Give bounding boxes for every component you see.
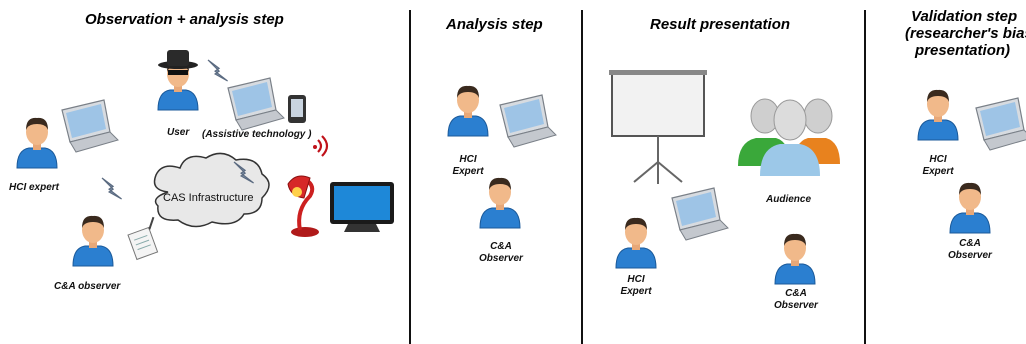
assistive-technology-label: (Assistive technology ) [202,129,312,140]
audience-label: Audience [766,194,812,205]
result-hci-expert-label: HCI Expert [620,274,652,298]
validation-ca-line-1: C&A [959,238,981,249]
user-laptop-icon [227,77,285,131]
validation-hci-line-2: Expert [922,166,954,177]
result-ca-person-icon [774,233,816,285]
user-person-icon [157,50,199,111]
divider-1 [409,10,411,344]
analysis-hci-person-icon [447,85,489,137]
cas-cloud-icon [153,152,270,228]
result-ca-line-1: C&A [785,288,807,299]
analysis-ca-person-icon [479,177,521,229]
result-ca-observer-label: C&A Observer [774,288,818,312]
analysis-ca-observer-label: C&A Observer [479,241,523,265]
bolt-icon [101,177,123,200]
result-hci-person-icon [615,217,657,269]
wifi-signal-icon [313,135,329,157]
validation-laptop-icon [975,97,1026,151]
notepad-icon [127,216,159,261]
audience-group-icon [738,98,840,176]
hci-expert-laptop-icon [61,99,119,153]
validation-hci-person-icon [917,89,959,141]
validation-ca-observer-label: C&A Observer [948,238,992,262]
ca-observer-person-icon [72,215,114,267]
bolt-icon [207,59,229,82]
result-presentation-title: Result presentation [650,16,791,33]
result-ca-line-2: Observer [774,300,818,311]
analysis-laptop-icon [499,94,557,148]
ca-observer-label: C&A observer [54,281,121,292]
analysis-step-title: Analysis step [446,16,543,33]
hci-expert-label: HCI expert [9,182,60,193]
projector-screen-icon [609,70,707,184]
validation-title-line-2: (researcher's bias [905,25,1026,42]
validation-title-line-3: presentation) [915,42,1011,59]
cas-infrastructure-label: CAS Infrastructure [163,192,254,204]
monitor-icon [330,182,394,232]
hci-expert-person-icon [16,117,58,169]
analysis-hci-line-2: Expert [452,166,484,177]
validation-title-line-1: Validation step [911,8,1018,25]
user-label: User [167,127,190,138]
result-laptop-icon [671,187,729,241]
validation-ca-person-icon [949,182,991,234]
result-hci-line-1: HCI [627,274,645,285]
phone-icon [288,95,306,123]
validation-ca-line-2: Observer [948,250,992,261]
analysis-ca-line-2: Observer [479,253,523,264]
observation-step-title: Observation + analysis step [85,11,284,28]
analysis-ca-line-1: C&A [490,241,512,252]
lamp-icon [287,175,319,237]
divider-3 [864,10,866,344]
validation-hci-expert-label: HCI Expert [922,154,954,178]
result-hci-line-2: Expert [620,286,652,297]
validation-hci-line-1: HCI [929,154,947,165]
analysis-hci-expert-label: HCI Expert [452,154,484,178]
analysis-hci-line-1: HCI [459,154,477,165]
validation-step-title: Validation step (researcher's bias prese… [905,8,1026,59]
divider-2 [581,10,583,344]
